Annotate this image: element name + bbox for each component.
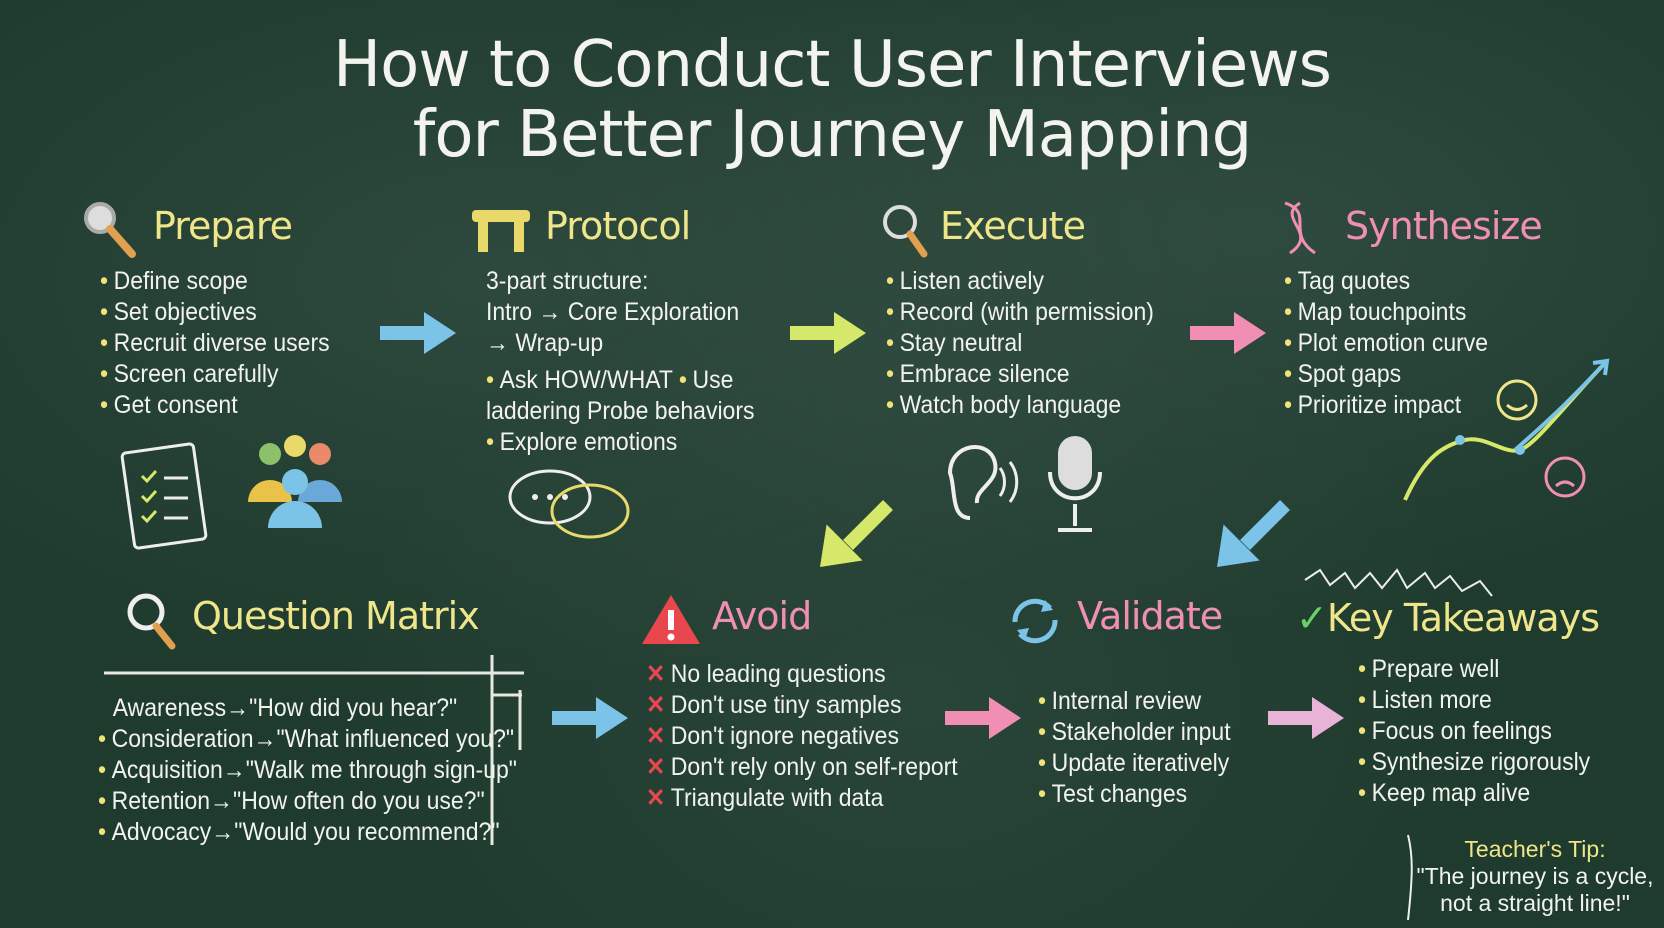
emotion-curve-icon bbox=[1403, 358, 1610, 501]
execute-item: •Embrace silence bbox=[886, 360, 1070, 388]
validate-item: •Stakeholder input bbox=[1038, 718, 1231, 746]
protocol-line: Intro → Core Exploration bbox=[486, 298, 740, 326]
execute-item: •Watch body language bbox=[886, 391, 1122, 419]
question-matrix-heading: Question Matrix bbox=[192, 594, 480, 638]
checkmark-icon: ✓ bbox=[1296, 596, 1328, 640]
sad-face-icon bbox=[1544, 456, 1586, 498]
question-matrix-list: Awareness→"How did you hear?" •Considera… bbox=[98, 693, 553, 848]
avoid-item: ✕Don't ignore negatives bbox=[646, 722, 899, 750]
protocol-bullet: •Explore emotions bbox=[486, 428, 678, 456]
synthesize-heading: Synthesize bbox=[1345, 204, 1543, 248]
tip-quote-line: "The journey is a cycle, bbox=[1416, 863, 1654, 889]
matrix-item: •Consideration→"What influenced you?" bbox=[98, 725, 515, 753]
arrow-execute-to-synthesize bbox=[1190, 312, 1266, 354]
arrow-validate-to-takeaways bbox=[1268, 697, 1344, 739]
arrow-protocol-to-execute bbox=[790, 312, 866, 354]
matrix-item: •Acquisition→"Walk me through sign-up" bbox=[98, 756, 517, 784]
validate-list: •Internal review •Stakeholder input •Updat… bbox=[1038, 686, 1247, 810]
avoid-item: ✕Don't rely only on self-report bbox=[646, 753, 958, 781]
takeaway-item: •Synthesize rigorously bbox=[1358, 748, 1591, 776]
matrix-item: •Retention→"How often do you use?" bbox=[98, 787, 485, 815]
synthesize-item: •Tag quotes bbox=[1284, 267, 1411, 295]
page-title: How to Conduct User Interviews for Bette… bbox=[333, 28, 1332, 172]
prepare-item: •Get consent bbox=[100, 391, 238, 419]
prepare-item: •Recruit diverse users bbox=[100, 329, 330, 357]
takeaway-item: •Prepare well bbox=[1358, 655, 1500, 683]
takeaways-list: •Prepare well •Listen more •Focus on feeli… bbox=[1358, 654, 1610, 809]
validate-item: •Internal review bbox=[1038, 687, 1202, 715]
synthesize-item: •Plot emotion curve bbox=[1284, 329, 1489, 357]
protocol-line: 3-part structure: bbox=[486, 267, 649, 295]
ear-icon bbox=[947, 445, 1019, 520]
protocol-text: 3-part structure: Intro → Core Explorati… bbox=[486, 266, 778, 458]
matrix-item: •Advocacy→"Would you recommend?" bbox=[98, 818, 500, 846]
arrow-prepare-to-protocol bbox=[380, 312, 456, 354]
matrix-item: Awareness→"How did you hear?" bbox=[112, 694, 458, 722]
key-takeaways-heading: ✓Key Takeaways bbox=[1296, 596, 1600, 640]
avoid-list: ✕No leading questions ✕Don't use tiny sam… bbox=[646, 659, 985, 814]
execute-list: •Listen actively •Record (with permission… bbox=[886, 266, 1177, 421]
magnifier-icon bbox=[883, 205, 928, 258]
prepare-item: •Define scope bbox=[100, 267, 248, 295]
protocol-bullet-cont: laddering Probe behaviors bbox=[486, 397, 755, 425]
arrow-execute-to-question-matrix bbox=[820, 500, 893, 567]
arrow-matrix-to-avoid bbox=[552, 697, 628, 739]
magnifier-icon bbox=[84, 202, 136, 258]
teachers-tip: Teacher's Tip: "The journey is a cycle, … bbox=[1410, 836, 1660, 917]
execute-item: •Listen actively bbox=[886, 267, 1045, 295]
avoid-item: ✕Triangulate with data bbox=[646, 784, 884, 812]
tip-quote-line: not a straight line!" bbox=[1440, 890, 1630, 916]
validate-item: •Test changes bbox=[1038, 780, 1188, 808]
takeaway-item: •Focus on feelings bbox=[1358, 717, 1552, 745]
execute-heading: Execute bbox=[940, 204, 1086, 248]
prepare-item: •Screen carefully bbox=[100, 360, 279, 388]
takeaway-item: •Keep map alive bbox=[1358, 779, 1531, 807]
execute-item: •Stay neutral bbox=[886, 329, 1023, 357]
smiley-icon bbox=[1496, 379, 1538, 421]
synthesize-item: •Prioritize impact bbox=[1284, 391, 1462, 419]
validate-item: •Update iteratively bbox=[1038, 749, 1230, 777]
prepare-heading: Prepare bbox=[153, 204, 293, 248]
users-group-icon bbox=[248, 435, 342, 528]
microphone-icon bbox=[1048, 436, 1102, 532]
avoid-item: ✕Don't use tiny samples bbox=[646, 691, 902, 719]
prepare-list: •Define scope •Set objectives •Recruit div… bbox=[100, 266, 350, 421]
burst-lines bbox=[1304, 568, 1493, 597]
avoid-heading: Avoid bbox=[712, 594, 812, 638]
arrow-synthesize-to-takeaways bbox=[1217, 500, 1290, 567]
prepare-item: •Set objectives bbox=[100, 298, 257, 326]
stool-icon bbox=[472, 210, 530, 252]
protocol-line: → Wrap-up bbox=[486, 329, 604, 357]
takeaway-item: •Listen more bbox=[1358, 686, 1492, 714]
synthesize-item: •Spot gaps bbox=[1284, 360, 1402, 388]
synthesize-list: •Tag quotes •Map touchpoints •Plot emotion… bbox=[1284, 266, 1506, 421]
warning-icon bbox=[642, 595, 700, 644]
protocol-heading: Protocol bbox=[545, 204, 691, 248]
magnifier-icon bbox=[127, 593, 176, 650]
clipboard-checklist-icon bbox=[120, 442, 208, 550]
refresh-icon bbox=[1012, 598, 1058, 644]
tip-label: Teacher's Tip: bbox=[1464, 836, 1606, 862]
dna-icon bbox=[1284, 201, 1316, 255]
protocol-bullet: •Ask HOW/WHAT •Use bbox=[486, 366, 734, 394]
execute-item: •Record (with permission) bbox=[886, 298, 1154, 326]
synthesize-item: •Map touchpoints bbox=[1284, 298, 1467, 326]
speech-bubbles-icon bbox=[508, 469, 630, 539]
avoid-item: ✕No leading questions bbox=[646, 660, 886, 688]
validate-heading: Validate bbox=[1077, 594, 1223, 638]
